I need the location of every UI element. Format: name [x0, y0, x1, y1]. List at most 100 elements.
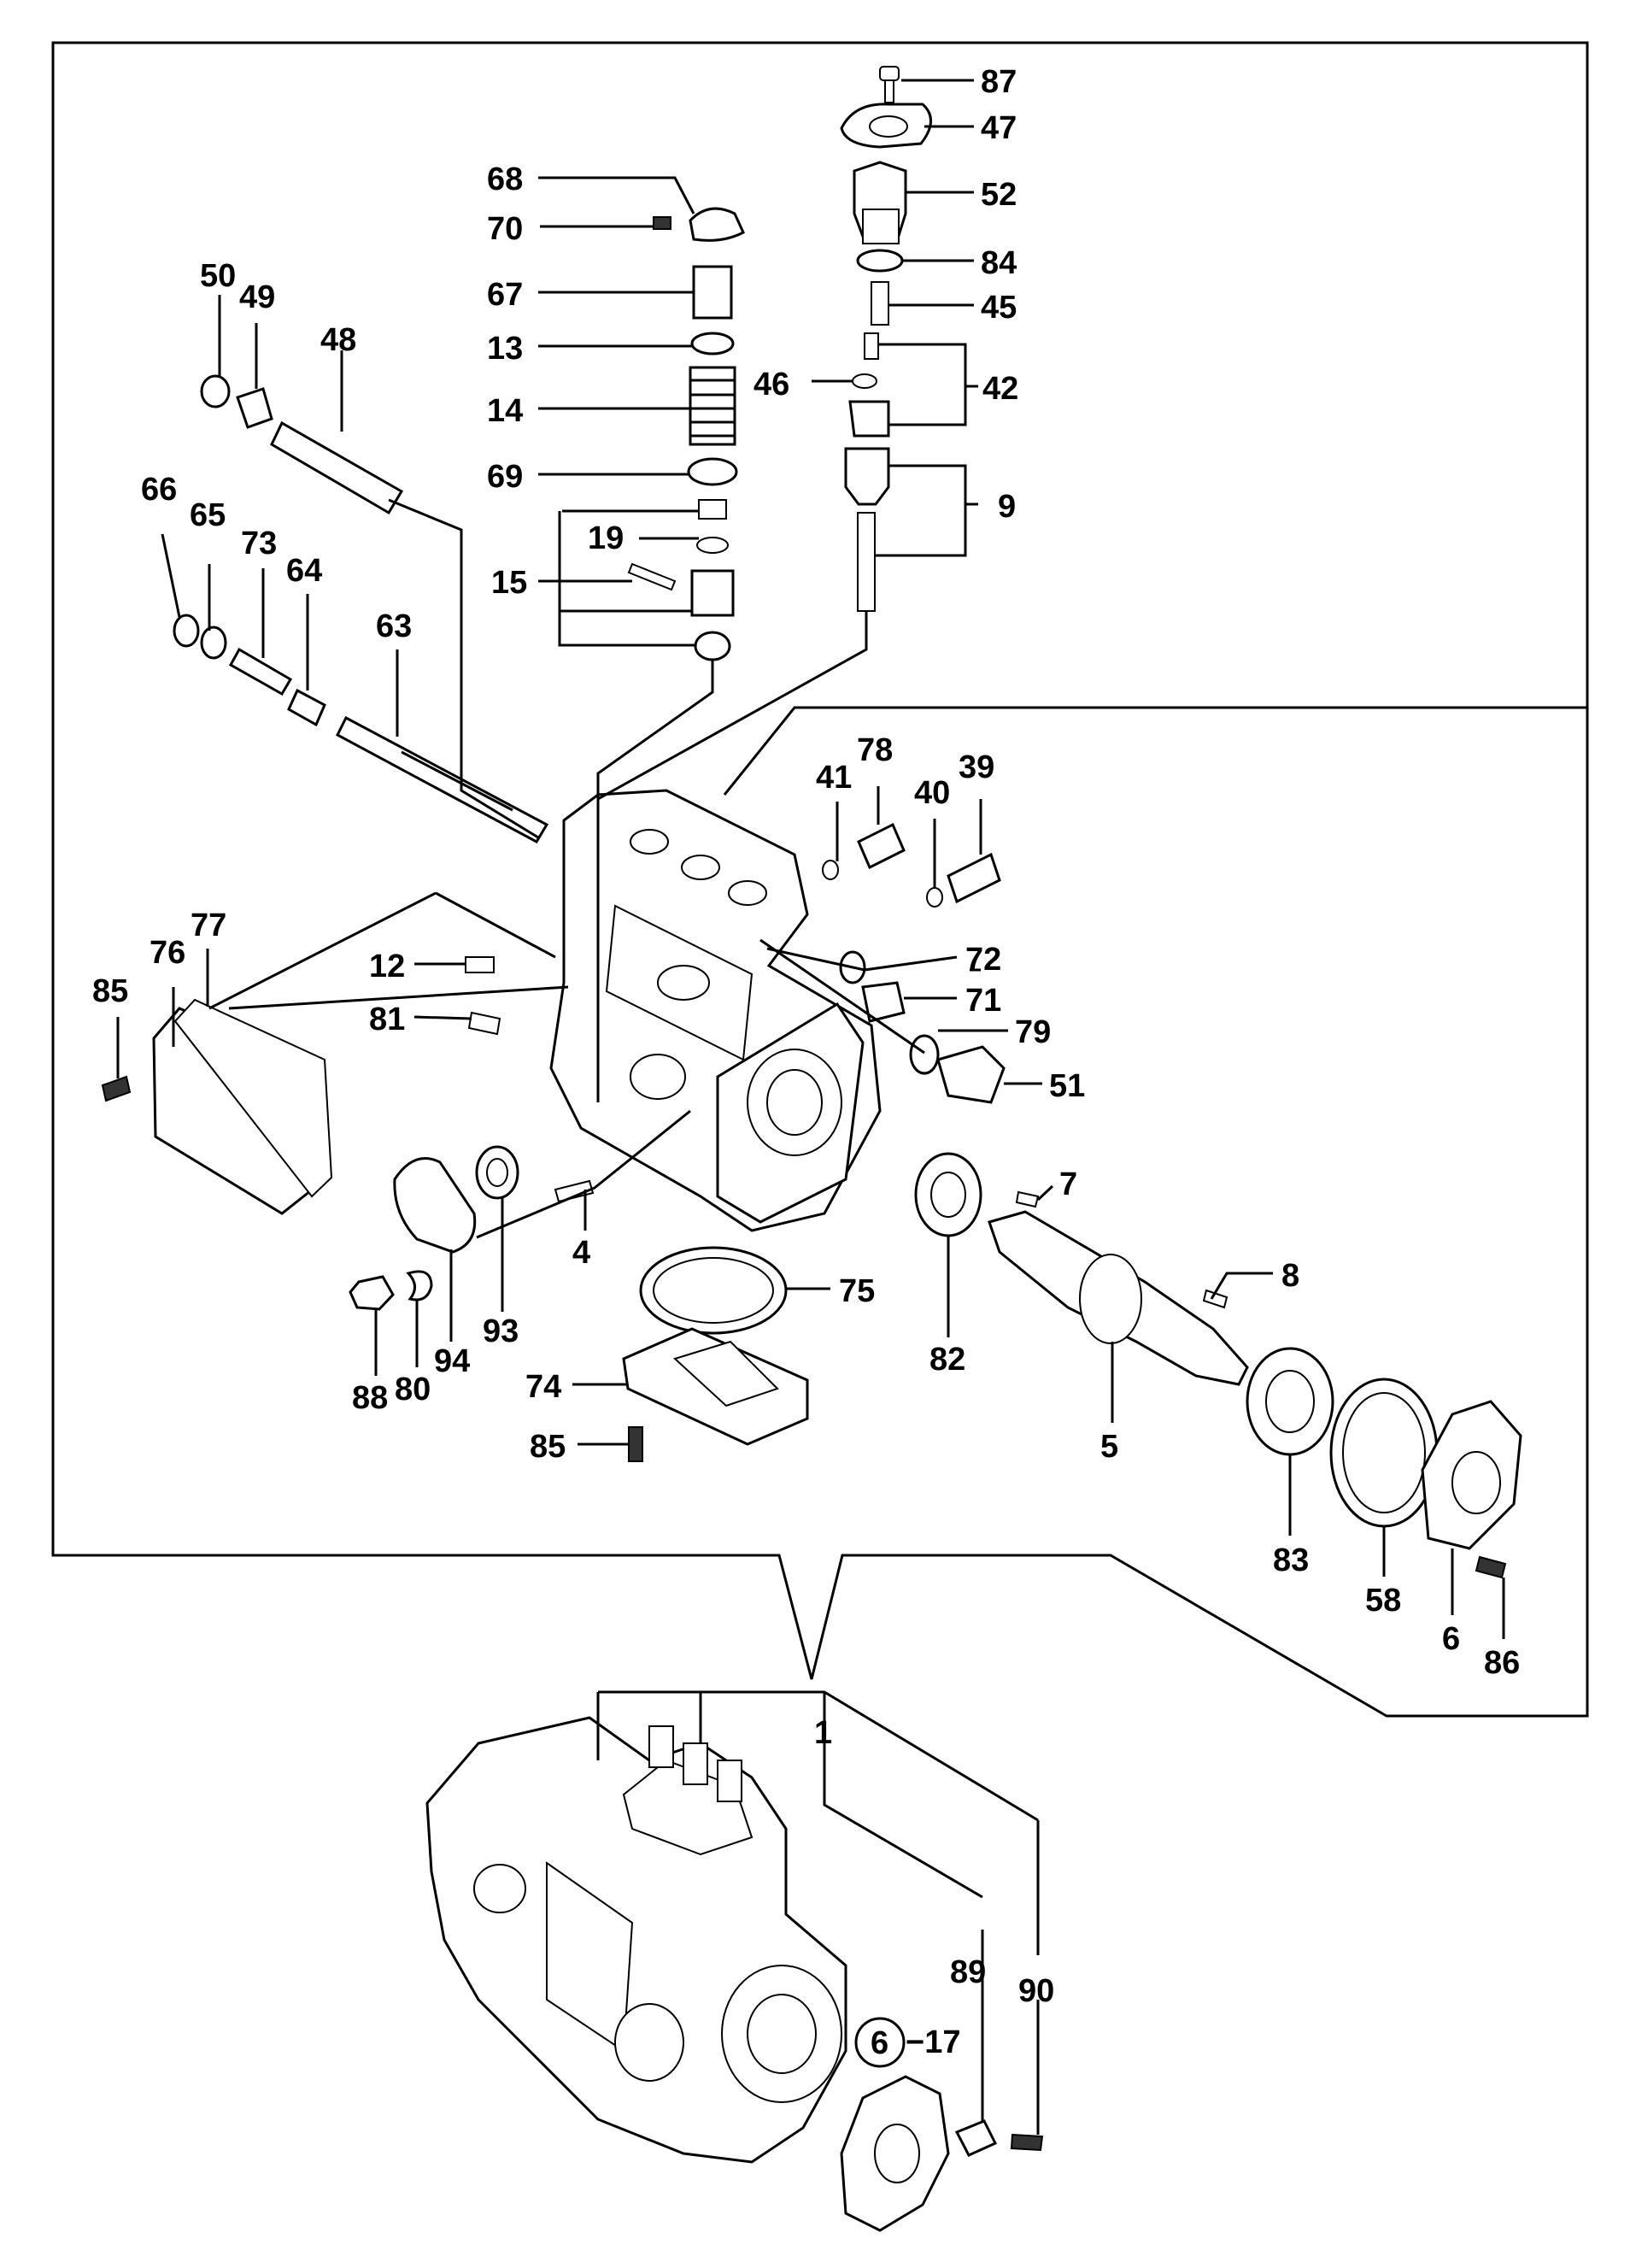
- label-6-circled: 6: [871, 2025, 888, 2061]
- camshaft-group: [914, 1152, 1522, 1579]
- label-15: 15: [491, 565, 527, 601]
- side-cover: [101, 956, 501, 1215]
- assembled-pump: [425, 1716, 1044, 2232]
- nut-88-part: [349, 1275, 395, 1311]
- label-40: 40: [914, 775, 950, 811]
- label-82: 82: [929, 1342, 965, 1378]
- spring-73-part: [228, 647, 293, 696]
- label-51: 51: [1049, 1068, 1085, 1104]
- label-77: 77: [191, 908, 226, 943]
- clip-66-part: [173, 614, 200, 648]
- sleeve-48-part: [270, 420, 404, 515]
- label-87: 87: [981, 64, 1017, 100]
- label-41: 41: [816, 760, 852, 796]
- clamp-68-part: [689, 207, 745, 242]
- leader-lines: [116, 79, 1505, 2135]
- tappet-15-part: [690, 569, 735, 617]
- oring-84-part: [856, 249, 904, 273]
- label-46: 46: [753, 367, 789, 402]
- seat-13-part: [690, 332, 735, 355]
- label-12: 12: [369, 949, 405, 984]
- label-52: 52: [981, 177, 1017, 213]
- label-66: 66: [141, 472, 177, 508]
- label-83: 83: [1273, 1542, 1309, 1578]
- spring-column: [627, 207, 745, 661]
- label-13: 13: [487, 331, 523, 367]
- reference-circle: [854, 2017, 906, 2068]
- label-7: 7: [1059, 1166, 1077, 1202]
- washer-46-part: [852, 373, 877, 389]
- label-85-bottom: 85: [530, 1429, 566, 1465]
- lower-left-parts: [349, 1145, 809, 1462]
- label-45: 45: [981, 290, 1017, 326]
- label-39: 39: [959, 749, 994, 785]
- fitting-39-part: [947, 852, 1001, 904]
- label-71: 71: [965, 983, 1001, 1019]
- label-86: 86: [1484, 1645, 1520, 1681]
- label-81: 81: [369, 1002, 405, 1037]
- label-94: 94: [434, 1343, 470, 1379]
- seat-69-part: [687, 457, 738, 486]
- label-6: 6: [1442, 1621, 1460, 1657]
- pin-12-part: [465, 956, 495, 973]
- label-48: 48: [320, 322, 356, 358]
- control-rack-group: [173, 374, 549, 843]
- barrel-9-part: [844, 447, 890, 506]
- part-19-nut: [698, 499, 727, 520]
- label-9: 9: [998, 489, 1016, 525]
- nut-89-part: [954, 2119, 998, 2157]
- plunger-9-part: [857, 512, 876, 612]
- label-85-top: 85: [92, 973, 128, 1009]
- label-74: 74: [525, 1369, 561, 1405]
- label-75: 75: [839, 1273, 875, 1309]
- spring-14-part: [689, 366, 736, 446]
- roller-15-part: [694, 631, 731, 661]
- plate-94-part: [393, 1157, 477, 1254]
- label-93: 93: [483, 1313, 519, 1349]
- label-79: 79: [1015, 1014, 1051, 1050]
- bolt-90-part: [1010, 2133, 1044, 2152]
- label-14: 14: [487, 393, 523, 429]
- label-72: 72: [965, 942, 1001, 978]
- label-90: 90: [1018, 1973, 1054, 2009]
- valve-42-part: [864, 332, 879, 360]
- bolt-85-part-b: [628, 1426, 643, 1462]
- bolt-51-part: [936, 1045, 1006, 1104]
- delivery-valve-stack: [840, 66, 932, 612]
- bolt-86-part: [1475, 1555, 1507, 1579]
- label-88: 88: [352, 1380, 388, 1416]
- label-63: 63: [376, 608, 412, 644]
- label-1: 1: [814, 1715, 832, 1751]
- pin-15-part: [627, 562, 677, 591]
- sleeve-67-part: [692, 265, 733, 320]
- label-50: 50: [200, 258, 236, 294]
- pin-81-part: [467, 1011, 501, 1036]
- fitting-78-part: [857, 822, 906, 870]
- label-68: 68: [487, 162, 523, 197]
- label-80: 80: [395, 1372, 431, 1407]
- label-58: 58: [1365, 1583, 1401, 1619]
- collar-64-part: [287, 688, 326, 727]
- label-47: 47: [981, 110, 1017, 146]
- key-7-part: [1015, 1190, 1040, 1208]
- spring-45-part: [871, 281, 889, 326]
- label-4: 4: [572, 1235, 590, 1271]
- callout-inner-frame: [723, 706, 1587, 796]
- side-fittings: [822, 822, 1006, 1104]
- label-76: 76: [150, 935, 185, 971]
- label-69: 69: [487, 459, 523, 495]
- label-78: 78: [857, 732, 893, 768]
- gasket-77-part: [173, 998, 333, 1198]
- label-17: −17: [906, 2024, 960, 2060]
- key-8-part: [1202, 1289, 1228, 1309]
- callout-labels: 87 47 52 84 45 42 46 9 68 70 67 13 14 69…: [92, 64, 1520, 2061]
- oring-50-part: [200, 374, 231, 408]
- label-42: 42: [982, 371, 1018, 407]
- stud-4-part: [554, 1179, 595, 1203]
- washer-80-part: [406, 1270, 433, 1301]
- label-5: 5: [1100, 1429, 1118, 1465]
- label-64: 64: [286, 553, 322, 589]
- bolt-85-part-a: [101, 1075, 132, 1102]
- pump-housing: [549, 789, 882, 1232]
